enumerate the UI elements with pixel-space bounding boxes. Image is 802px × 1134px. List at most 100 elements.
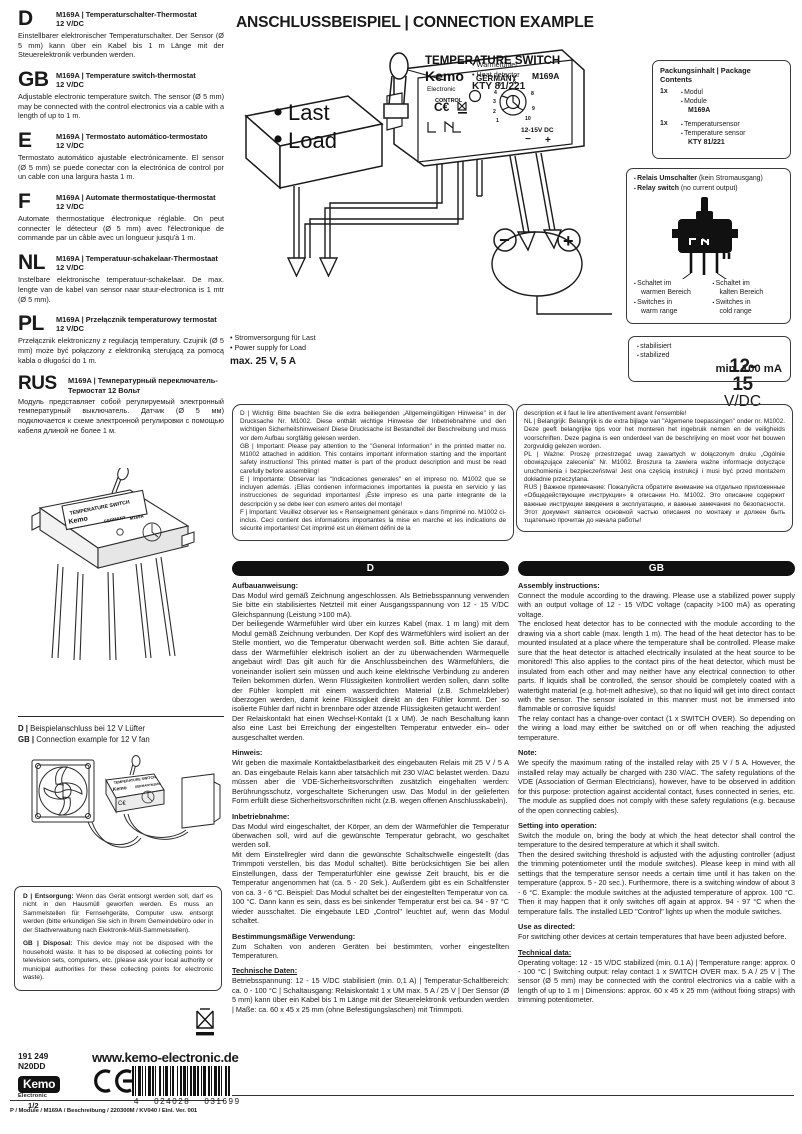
barcode-digit-group-2: 024028 [154,1097,191,1106]
section-paragraph: Das Modul wird eingeschaltet, der Körper… [232,821,509,850]
svg-text:C€: C€ [434,100,450,114]
notice-paragraph: D | Wichtig: Bitte beachten Sie die extr… [240,410,506,442]
ce-mark-icon [93,1068,135,1099]
lang-head: F M169A | Automate thermostatique-thermo… [18,191,224,212]
disposal-notice-box: D | Entsorgung: Wenn das Gerät entsorgt … [14,886,222,992]
footer-code-2: N20DD [18,1060,46,1071]
package-contents-box: Packungsinhalt | Package Contents 1x Mod… [652,60,791,160]
section-heading: Technische Daten: [232,966,298,976]
notice-paragraph: PL | Ważne: Proszę przestrzegać uwag zaw… [524,451,785,483]
instructions-column-gb: GB Assembly instructions: Connect the mo… [518,561,795,1005]
relay-line-de-rest: (kein Stromausgang) [696,175,763,182]
section-paragraph: Mit dem Einstellregler wird dann die gew… [232,849,509,926]
relay-legend-cold: Schaltet im kalten Bereich Switches in c… [713,279,784,315]
section-heading: Hinweis: [232,748,263,758]
svg-text:TEMPERATURE SWITCH: TEMPERATURE SWITCH [114,775,157,785]
lang-code: GB [18,68,49,92]
lang-head: PL M169A | Przełącznik temperaturowy ter… [18,313,224,334]
section-heading: Setting into operation: [518,820,597,830]
general-notice-box-left: D | Wichtig: Bitte beachten Sie die extr… [232,404,514,541]
supply-voltage-number: 12-15 [729,356,756,396]
footer-code-1: 191 249 [18,1051,49,1061]
package-item-en: Module [681,97,710,106]
instructions-column-de: D Aufbauanweisung: Das Modul wird gemäß … [232,561,509,1014]
section-paragraph: Switch the module on, bring the body at … [518,830,795,850]
svg-text:CONTROL: CONTROL [435,98,463,104]
section-paragraph: Der Relaiskontakt hat einen Wechsel-Kont… [232,713,509,742]
stabilized-supply-box: stabilisiert stabilized min. 100 mA [628,336,791,382]
disposal-gb-label: GB | Disposal: [23,940,73,948]
fan-line-de: D | Beispielanschluss bei 12 V Lüfter [18,723,224,734]
lang-body: Termostato automático ajustable electrón… [18,153,224,182]
kemo-logo: Kemo [18,1075,61,1093]
package-contents-title: Packungsinhalt | Package Contents [660,66,751,84]
supply-voltage-label: 12-15 V/DC [724,356,761,410]
lang-title: M169A | Temperaturschalter-Thermostat 12… [56,10,197,29]
package-row: 1x Modul Module M169A [660,88,783,116]
relay-heading: Relais Umschalter (kein Stromausgang) Re… [634,174,783,193]
svg-text:−: − [525,134,531,145]
section-paragraph: We specify the maximum rating of the ins… [518,758,795,815]
lang-code: F [18,190,31,214]
lang-code: E [18,129,32,153]
relay-line-de-bold: Relais Umschalter [637,175,697,182]
section-paragraph: Zum Schalten von anderen Geräten bei bes… [232,941,509,960]
footer-divider-right [232,1095,794,1096]
svg-text:3: 3 [493,99,496,105]
section-paragraph: Betriebsspannung: 12 - 15 V/DC stabilisi… [232,976,509,1014]
svg-text:10: 10 [525,116,531,122]
package-row: 1x Temperatursensor Temperature sensor K… [660,120,783,148]
svg-text:2: 2 [493,109,496,115]
lang-body: Instelbare elektronische temperatuur-sch… [18,275,224,304]
svg-text:8: 8 [531,91,534,97]
lang-body: Automate thermostatique électronique rég… [18,214,224,243]
package-items: Temperatursensor Temperature sensor KTY … [681,120,745,148]
lang-head: D M169A | Temperaturschalter-Thermostat … [18,8,224,29]
power-rating: max. 25 V, 5 A [230,356,296,368]
svg-text:M169A: M169A [151,781,162,786]
notice-paragraph: NL | Belangrijk: Belangrijk is de extra … [524,418,785,450]
sensor-label-en: Heat detector [472,70,525,80]
footer-divider-left [10,1100,224,1101]
relay-cold-de-2: kalten Bereich [719,289,764,297]
lang-body: Einstellbarer elektronischer Temperaturs… [18,30,224,60]
stabilized-de: stabilisiert [637,342,782,351]
svg-text:GERMANY: GERMANY [135,782,153,788]
svg-text:Kemo: Kemo [112,785,127,793]
waste-bin-icon [192,1006,218,1043]
package-item-part: M169A [688,107,711,115]
svg-text:1: 1 [496,118,499,124]
fan-text-gb: Connection example for 12 V fan [34,735,150,745]
disposal-de-label: D | Entsorgung: [23,893,74,900]
relay-warm-de-1: Schaltet im [634,279,705,288]
lang-code: D [18,7,33,30]
svg-text:Electronic: Electronic [427,86,456,93]
svg-text:GERMANY: GERMANY [103,515,126,524]
section-paragraph: Then the desired switching threshold is … [518,849,795,916]
notice-paragraph: GB | Important: Please pay attention to … [240,442,506,475]
section-paragraph: For switching other devices at certain t… [518,932,787,942]
lang-body: Модуль представляет собой регулируемый э… [18,396,224,435]
lang-title: M169A | Termostato automático-termostato… [56,132,208,151]
lang-code: RUS [18,373,57,395]
svg-text:+: + [545,135,551,146]
lang-title: M169A | Temperature switch-thermostat 12… [56,71,196,90]
relay-module-illustration [634,195,783,288]
general-notice-box-right: description et il faut le lire attentive… [516,404,793,533]
footer-left: 191 249 N20DD Kemo Electronic 1/2 [18,1051,258,1110]
package-item-part: KTY 81/221 [688,138,725,146]
package-item-de: Temperatursensor [681,120,745,129]
relay-legend-warm: Schaltet im warmen Bereich Switches in w… [634,279,705,315]
language-descriptions: D M169A | Temperaturschalter-Thermostat … [18,8,224,445]
relay-legend: Schaltet im warmen Bereich Switches in w… [634,279,783,315]
svg-text:Kemo: Kemo [68,515,88,526]
section-heading: Aufbauanweisung: [232,581,299,590]
fan-example-section: D | Beispielanschluss bei 12 V Lüfter GB… [18,716,224,864]
svg-text:M169A: M169A [532,71,559,81]
disposal-gb: GB | Disposal: This device may not be di… [23,940,213,982]
fan-text-de: Beispielanschluss bei 12 V Lüfter [27,724,146,733]
lang-title: M169A | Температурный переключатель- Тер… [68,376,218,395]
load-label-de: Last [288,100,330,125]
svg-text:6: 6 [513,79,516,85]
